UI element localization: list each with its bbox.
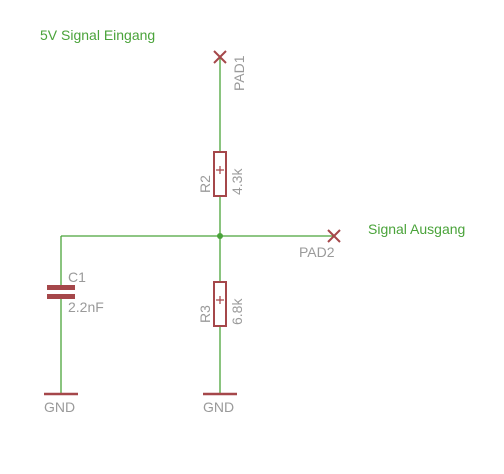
r3-name: R3 <box>197 305 213 323</box>
r2-body <box>213 151 227 197</box>
r3-plus-icon <box>216 296 224 304</box>
pad1: PAD1 <box>213 50 247 91</box>
pad2-cross-icon <box>327 229 341 243</box>
output-net-label: Signal Ausgang <box>368 221 465 237</box>
c1-value: 2.2nF <box>68 299 104 315</box>
input-net-label: 5V Signal Eingang <box>40 27 155 43</box>
r3-value: 6.8k <box>229 298 245 325</box>
c1-plate-bottom <box>47 294 75 299</box>
r2-plus-icon <box>216 166 224 174</box>
ground-right-label: GND <box>203 399 234 415</box>
c1-plate-top <box>47 285 75 290</box>
capacitor-c1: C1 2.2nF <box>47 269 104 315</box>
ground-left-label: GND <box>44 399 75 415</box>
c1-name: C1 <box>68 269 86 285</box>
ground-left: GND <box>44 392 78 415</box>
r3-body <box>213 281 227 327</box>
resistor-r3: R3 6.8k <box>197 281 245 327</box>
resistor-r2: R2 4.3k <box>197 151 245 197</box>
r2-value: 4.3k <box>229 168 245 195</box>
wires <box>60 57 334 394</box>
junction-dot <box>217 233 223 239</box>
pad1-cross-icon <box>213 50 227 64</box>
pad2-label: PAD2 <box>299 244 335 260</box>
ground-right: GND <box>203 392 237 415</box>
pad2: PAD2 <box>299 229 341 260</box>
pad1-label: PAD1 <box>231 55 247 91</box>
r2-name: R2 <box>197 175 213 193</box>
